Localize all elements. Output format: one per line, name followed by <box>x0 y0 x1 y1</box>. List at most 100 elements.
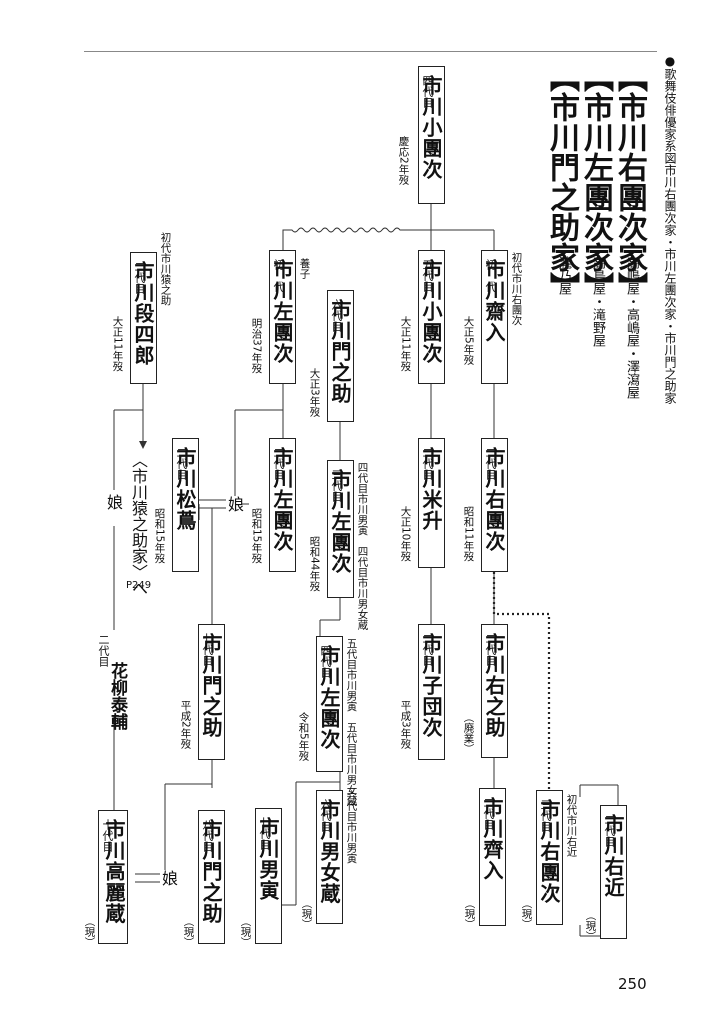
person-box-monnosuke8: 八代目 市川門之助 <box>198 810 225 944</box>
person-box-shocho2: 二代目 市川松蔦 <box>172 438 199 572</box>
pre-danshiro2: 初代市川猿之助 <box>159 232 172 306</box>
generation-label: 七代目 <box>201 633 214 666</box>
person-name: 市川右之助 <box>482 633 506 738</box>
generation-label: 二代目 <box>484 633 497 666</box>
generation-label: 二代目 <box>272 447 285 480</box>
note-sadanji4: 令和5年歿 <box>297 712 310 761</box>
pre-sainyu1: 初代市川右團次 <box>510 252 523 326</box>
pre-omezo6: 六代目市川男寅 <box>345 790 358 864</box>
person-box-monnosuke6: 六代目 市川門之助 <box>327 290 354 422</box>
title-sadanji-house: 【市川左團次家】 <box>578 62 613 302</box>
person-name: 市川右團次 <box>482 447 506 552</box>
daughter-label: 娘 <box>159 870 178 886</box>
title-udanji-house: 【市川右團次家】 <box>612 62 647 302</box>
person-box-udanji3: 三代目 市川右團次 <box>536 790 563 925</box>
person-name: 市川米升 <box>419 447 443 531</box>
generation-label: 七代目 <box>258 817 271 850</box>
note-unosuke2: （廃業） <box>462 712 475 754</box>
generation-label: 十代目 <box>101 819 114 852</box>
note-monnosuke7: 平成2年歿 <box>179 700 192 749</box>
generation-label: 五代目 <box>421 259 434 292</box>
generation-label: 二代目 <box>133 261 146 294</box>
person-box-unosuke2: 二代目 市川右之助 <box>481 624 508 758</box>
note-komazo10: （現） <box>83 916 96 948</box>
person-name: 市川左團次 <box>270 259 294 364</box>
person-name: 市川男女蔵 <box>317 799 341 904</box>
person-name: 市川松蔦 <box>173 447 197 531</box>
note-monnosuke6: 大正3年歿 <box>308 368 321 417</box>
person-box-udanji2: 二代目 市川右團次 <box>481 438 508 572</box>
pre-sadanji4: 五代目市川男寅 五代目市川男女蔵 <box>345 638 358 806</box>
pre-udanji3: 初代市川右近 <box>565 794 578 857</box>
daughter-label: 娘 <box>225 496 244 512</box>
generation-label: 四代目 <box>421 75 434 108</box>
note-sainyu1: 大正5年歿 <box>462 316 475 365</box>
yago-monnosuke-house: 瀧乃屋 <box>556 256 571 295</box>
person-name: 市川左團次 <box>317 645 341 750</box>
note-danshiro2: 大正11年歿 <box>111 316 124 372</box>
header-series-text: ●歌舞伎俳優家系図 <box>663 54 677 164</box>
note-udanji3: （現） <box>520 898 533 930</box>
note-monnosuke8: （現） <box>182 916 195 948</box>
person-name: 市川小團次 <box>419 259 443 364</box>
person-box-ukon2: 二代目 市川右近 <box>600 805 627 939</box>
title-monnosuke-house: 【市川門之助家】 <box>544 62 579 302</box>
note-otora7: （現） <box>239 916 252 948</box>
note-kodanji5: 大正11年歿 <box>399 316 412 372</box>
person-box-sainyu2: 二代目 市川齊入 <box>479 788 506 926</box>
note-sadanji1: 明治37年歿 <box>250 318 263 374</box>
person-name: 市川男寅 <box>256 817 280 901</box>
generation-label: 二代目 <box>175 447 188 480</box>
yago-sadanji-house: 高島屋・滝野屋 <box>590 256 605 347</box>
person-box-sadanji3: 三代目 市川左團次 <box>327 460 354 598</box>
person-name: 市川齋入 <box>482 259 506 343</box>
note-sadanji3: 昭和44年歿 <box>308 536 321 592</box>
person-name: 市川齊入 <box>480 797 504 881</box>
person-box-sadanji1: 初 代 市川左團次 <box>269 250 296 384</box>
person-name: 市川門之助 <box>199 633 223 738</box>
top-rule <box>84 51 657 52</box>
pre-sadanji1: 養子 <box>298 258 311 279</box>
person-name-hanayagi2: 花柳泰輔 <box>107 662 127 730</box>
ennosuke-page-ref: P249 <box>126 580 152 591</box>
note-kodanji4: 慶応2年歿 <box>397 136 410 185</box>
pre-sadanji3: 四代目市川男寅 四代目市川男女蔵 <box>356 462 369 630</box>
person-name: 市川子団次 <box>419 633 443 738</box>
generation-label: 初 代 <box>484 259 497 292</box>
person-name: 市川段四郎 <box>131 261 155 366</box>
generation-label: 二代目 <box>482 797 495 830</box>
person-box-yonesho2: 二代目 市川米升 <box>418 438 445 568</box>
note-kodanji2: 平成3年歿 <box>399 700 412 749</box>
person-name: 市川門之助 <box>199 819 223 924</box>
header-houses-text: 市川右團次家・市川左團次家・市川門之助家 <box>663 164 677 404</box>
note-yonesho2: 大正10年歿 <box>399 506 412 562</box>
person-box-sainyu1: 初 代 市川齋入 <box>481 250 508 384</box>
generation-label: 二代目 <box>484 447 497 480</box>
yago-udanji-house: 高嶋屋・高嶋屋・澤瀉屋 <box>624 256 639 399</box>
person-box-sadanji2: 二代目 市川左團次 <box>269 438 296 572</box>
person-box-otora7: 七代目 市川男寅 <box>255 808 282 944</box>
person-box-omezo6: 六代目 市川男女蔵 <box>316 790 343 924</box>
note-ukon2: （現） <box>584 910 597 942</box>
daughter-label: 娘 <box>104 494 123 510</box>
header-series: ●歌舞伎俳優家系図市川右團次家・市川左團次家・市川門之助家 <box>663 54 677 404</box>
person-name: 市川小團次 <box>419 75 443 180</box>
generation-label: 二代目 <box>603 814 616 847</box>
note-sadanji2: 昭和15年歿 <box>250 508 263 564</box>
person-name: 市川高麗蔵 <box>102 819 126 924</box>
ennosuke-house-reference: 〈市川猿之助家〉へ <box>129 452 148 596</box>
page-number: 250 <box>618 975 647 993</box>
person-name: 市川左團次 <box>270 447 294 552</box>
generation-label: 六代目 <box>330 299 343 332</box>
person-box-kodanji2: 二代目 市川子団次 <box>418 624 445 760</box>
generation-label: 三代目 <box>330 469 343 502</box>
note-udanji2: 昭和11年歿 <box>462 506 475 562</box>
generation-label: 三代目 <box>539 799 552 832</box>
generation-label: 二代目 <box>421 633 434 666</box>
person-name: 市川右團次 <box>537 799 561 904</box>
generation-label-hanayagi2: 二代目 <box>97 634 110 667</box>
person-box-komazo10: 十代目 市川高麗蔵 <box>98 810 128 944</box>
generation-label: 六代目 <box>319 799 332 832</box>
note-shocho2: 昭和15年歿 <box>153 508 166 564</box>
